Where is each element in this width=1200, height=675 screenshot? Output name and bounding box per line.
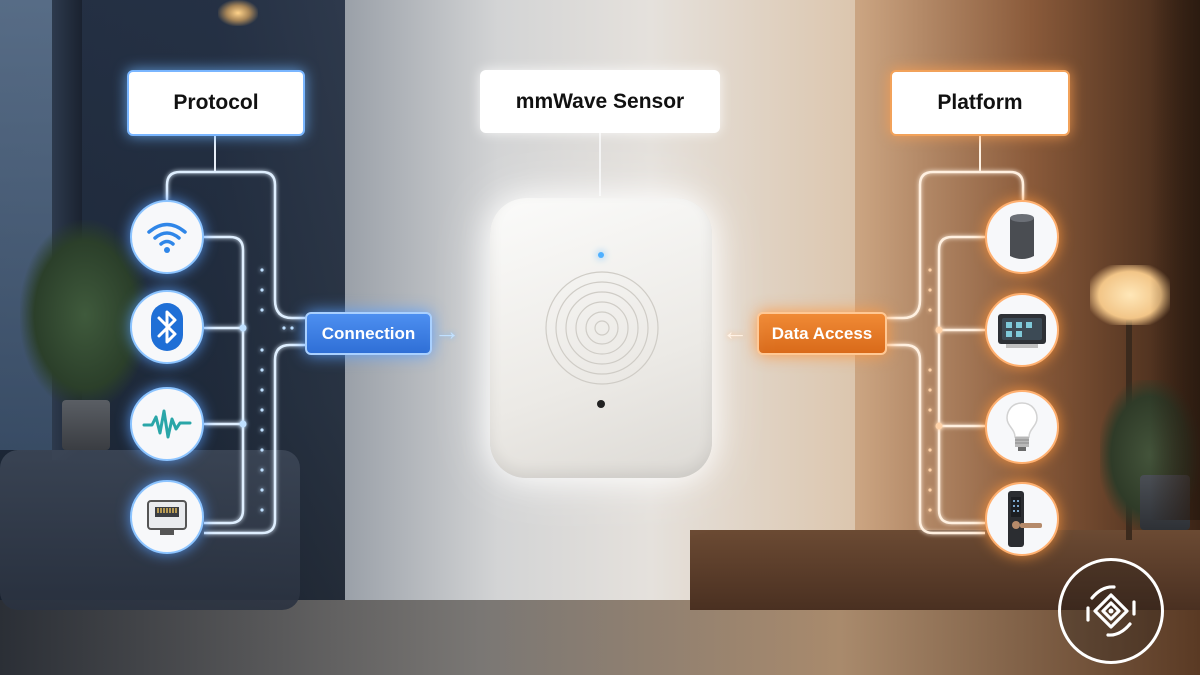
sensor-led-icon — [598, 252, 604, 258]
wifi-node — [130, 200, 204, 274]
smart-bulb-node — [985, 390, 1059, 464]
bluetooth-node — [130, 290, 204, 364]
bluetooth-icon — [151, 303, 183, 351]
protocol-lines — [165, 170, 305, 535]
smart-speaker-node — [985, 200, 1059, 274]
wall-shadow — [1150, 0, 1200, 520]
ethernet-node — [130, 480, 204, 554]
smart-lock-icon — [1008, 491, 1042, 547]
mmwave-sensor-device — [490, 198, 712, 478]
platform-dots — [928, 268, 943, 512]
radar-rings-icon — [545, 271, 659, 385]
platform-label: Platform — [890, 70, 1070, 136]
protocol-label: Protocol — [127, 70, 305, 136]
arrow-right-icon: → — [434, 316, 460, 346]
radar-diamond-logo-icon — [1086, 585, 1136, 637]
plant-pot-left — [62, 400, 110, 450]
smart-display-node — [985, 293, 1059, 367]
smart-bulb-icon — [1006, 402, 1038, 451]
ceiling-light — [218, 0, 258, 26]
plant-left — [20, 220, 150, 410]
smart-display-icon — [998, 314, 1046, 348]
data-access-label: Data Access — [757, 312, 887, 355]
zigbee-wave-icon — [142, 409, 192, 439]
sensor-label: mmWave Sensor — [480, 70, 720, 133]
arrow-left-icon: ← — [722, 316, 748, 346]
floor — [0, 600, 1200, 675]
sensor-pinhole-icon — [597, 400, 605, 408]
zigbee-node — [130, 387, 204, 461]
platform-lines — [887, 170, 1025, 535]
brand-logo — [1058, 558, 1164, 664]
connection-label: Connection — [305, 312, 432, 355]
protocol-dots — [239, 268, 294, 512]
ethernet-port-icon — [147, 500, 187, 535]
wifi-icon — [147, 222, 187, 253]
smart-lock-node — [985, 482, 1059, 556]
smart-speaker-icon — [1010, 214, 1034, 259]
